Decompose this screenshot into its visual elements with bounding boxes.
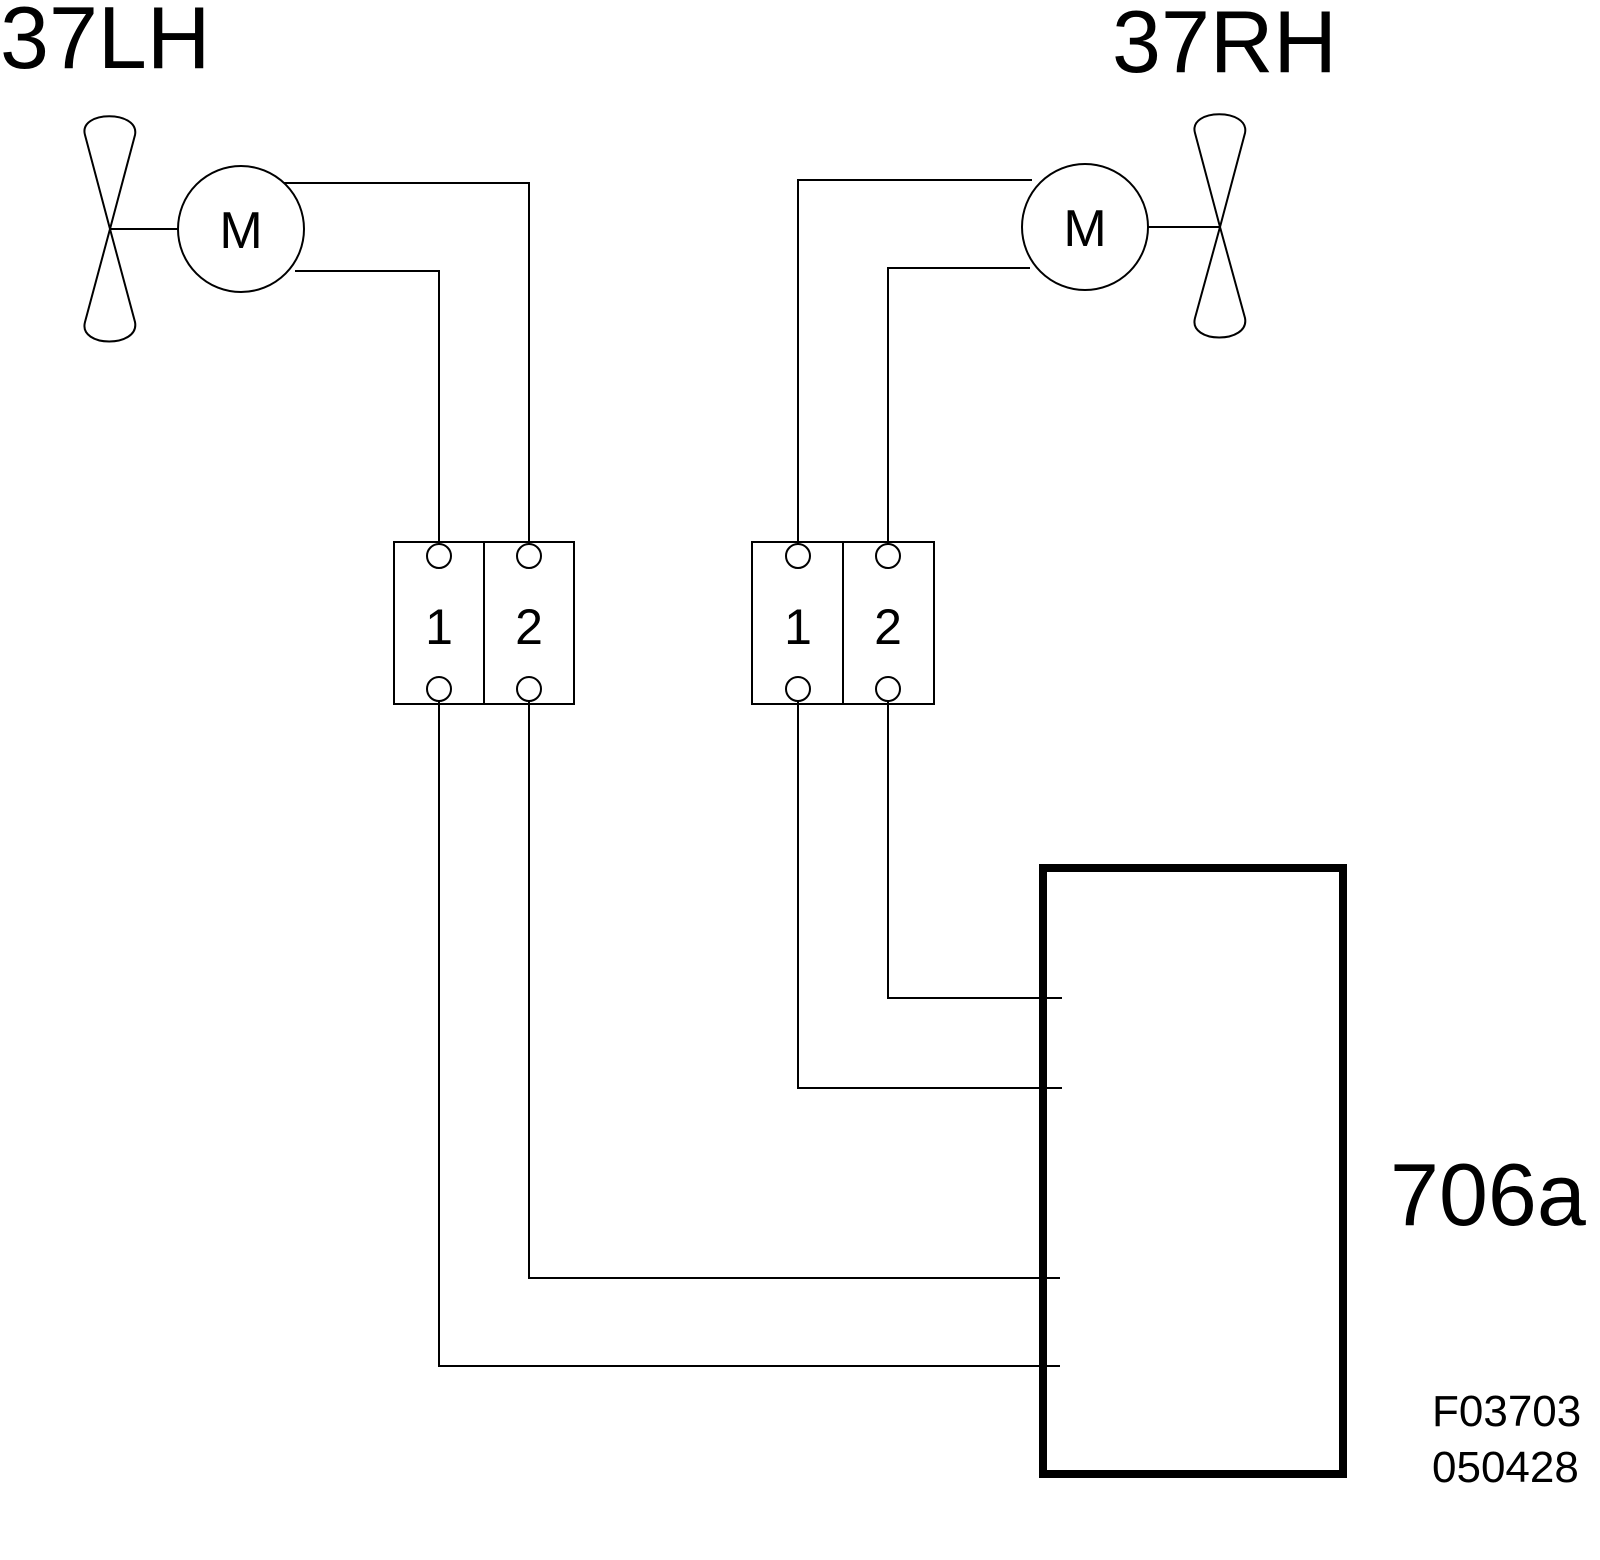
control-unit-label: 706a <box>1390 1145 1586 1244</box>
drawing-ref-date: 050428 <box>1432 1443 1579 1492</box>
wire-right-pin2-to-unit <box>887 701 1062 999</box>
left-connector-pin1-label: 1 <box>425 599 453 655</box>
right-fan-label: 37RH <box>1112 0 1337 91</box>
left-fan-label: 37LH <box>0 0 210 87</box>
drawing-ref-number: F03703 <box>1432 1387 1581 1436</box>
right-connector-pin1-top <box>785 543 811 569</box>
left-connector-pin1-bottom <box>426 676 452 702</box>
right-connector-pin1-bottom <box>785 676 811 702</box>
wire-right-pin1-to-unit <box>797 701 1062 1089</box>
wire-left-motor-to-pin2 <box>284 182 530 544</box>
wire-right-motor-to-pin2 <box>887 267 1030 544</box>
left-connector: 1 2 <box>393 541 575 705</box>
left-connector-pin2-top <box>516 543 542 569</box>
right-connector: 1 2 <box>751 541 935 705</box>
right-motor-symbol: M <box>1063 200 1106 258</box>
motor-circle-icon <box>177 165 305 293</box>
wire-left-motor-to-pin1 <box>295 270 440 544</box>
right-connector-pin1-label: 1 <box>784 599 812 655</box>
control-unit-box <box>1039 864 1347 1478</box>
left-motor: M <box>177 165 305 293</box>
left-motor-symbol: M <box>219 202 262 260</box>
right-motor: M <box>1021 163 1149 291</box>
right-fan-icon <box>1193 113 1247 339</box>
right-connector-pin2-bottom <box>875 676 901 702</box>
left-connector-pin2-label: 2 <box>515 599 543 655</box>
wire-right-motor-to-pin1 <box>797 179 1032 544</box>
left-connector-pin2-bottom <box>516 676 542 702</box>
right-connector-pin2-top <box>875 543 901 569</box>
left-connector-pin1-top <box>426 543 452 569</box>
wire-left-pin2-to-unit <box>528 701 1060 1279</box>
right-connector-pin2-label: 2 <box>874 599 902 655</box>
wire-left-pin1-to-unit <box>438 701 1060 1367</box>
